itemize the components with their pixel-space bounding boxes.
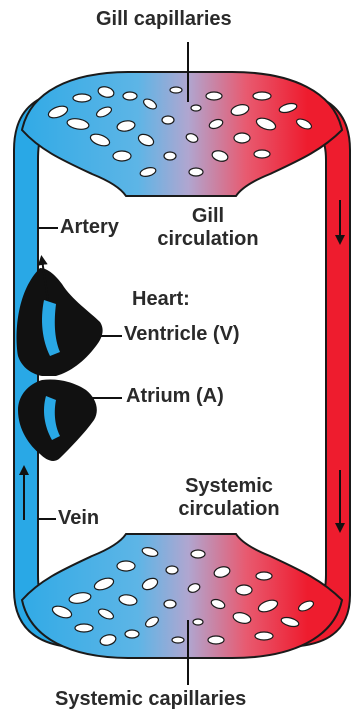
label-gill-capillaries: Gill capillaries [96,8,232,31]
label-systemic-circulation: Systemic circulation [154,475,304,521]
label-systemic-capillaries: Systemic capillaries [55,688,246,711]
label-gill-circulation: Gill circulation [148,205,268,251]
ventricle-shape [17,268,103,376]
label-systemic-circulation-line2: circulation [154,498,304,521]
label-artery: Artery [60,216,119,239]
label-heart: Heart: [132,288,190,311]
heart [17,268,103,461]
label-gill-circulation-line1: Gill [148,205,268,228]
label-vein: Vein [58,507,99,530]
label-systemic-circulation-line1: Systemic [154,475,304,498]
label-atrium: Atrium (A) [126,385,224,408]
right-vessel [300,92,350,646]
label-ventricle: Ventricle (V) [124,323,240,346]
label-gill-circulation-line2: circulation [148,228,268,251]
